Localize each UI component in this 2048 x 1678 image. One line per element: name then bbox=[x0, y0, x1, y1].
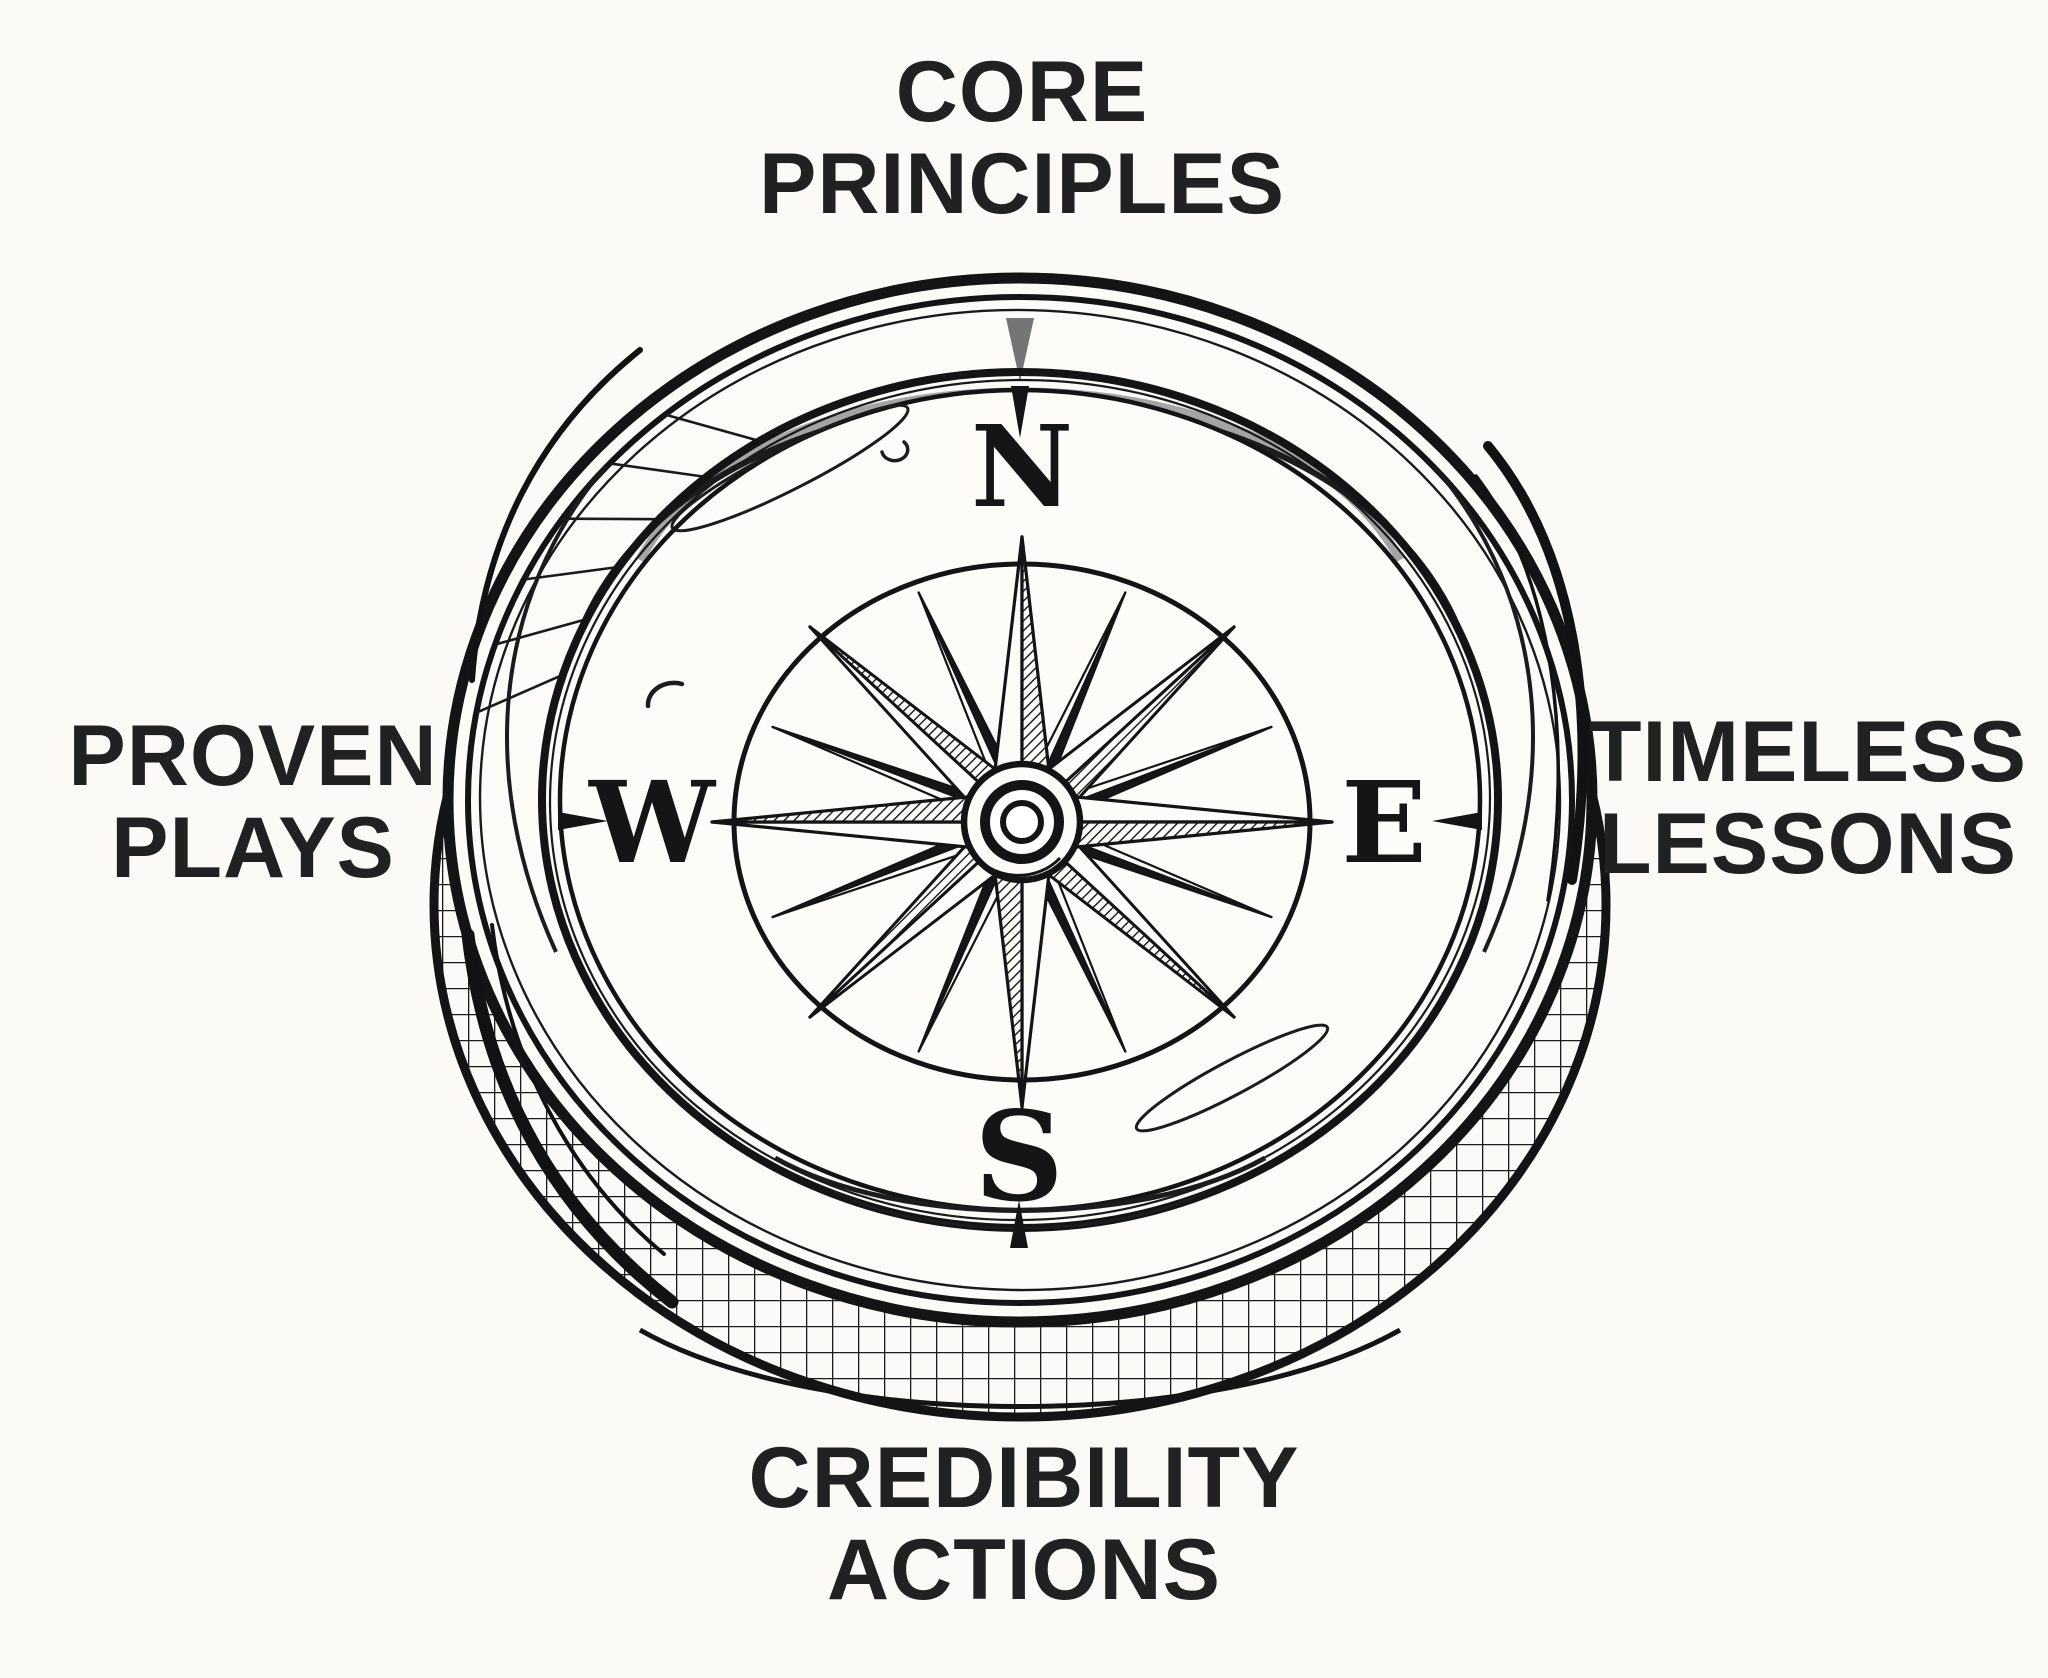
label-line: PRINCIPLES bbox=[758, 136, 1286, 233]
bezel-heavy-stroke-right bbox=[1483, 441, 1588, 885]
label-line: CORE bbox=[895, 44, 1149, 140]
glass-highlight-upper-left bbox=[670, 403, 910, 533]
label-credibility-actions: CREDIBILITY ACTIONS bbox=[749, 1432, 1300, 1616]
bezel-top-spike bbox=[1006, 318, 1034, 382]
compass-hub bbox=[960, 760, 1084, 884]
bezel-band-hatch bbox=[475, 413, 761, 714]
label-timeless-lessons: TIMELESS LESSONS bbox=[1589, 706, 2027, 890]
face-tick-north bbox=[1011, 386, 1029, 438]
bezel-hatch-stroke bbox=[494, 617, 588, 646]
cardinal-letter-north: N bbox=[971, 402, 1073, 533]
label-line: ACTIONS bbox=[827, 1522, 1221, 1619]
bezel-hatch-stroke bbox=[475, 673, 564, 714]
bezel-inner-ring-sketch bbox=[548, 378, 1492, 1222]
bezel-heavy-stroke-lower-left-2 bbox=[490, 923, 666, 1256]
hub-sketch-arc bbox=[970, 851, 1062, 877]
label-proven-plays: PROVEN PLAYS bbox=[68, 710, 437, 894]
glass-sheen-arc-right bbox=[1432, 464, 1536, 953]
label-line: CREDIBILITY bbox=[748, 1430, 1300, 1526]
bezel-hatch-stroke bbox=[664, 413, 761, 443]
cardinal-letter-east: E bbox=[1341, 758, 1426, 889]
label-line: PROVEN bbox=[68, 708, 438, 804]
glass-sheen-arc-left bbox=[504, 464, 608, 953]
label-line: PLAYS bbox=[111, 800, 395, 897]
bezel-hatch-stroke bbox=[609, 462, 707, 479]
cardinal-letters: N E S W bbox=[588, 402, 1427, 1230]
glass-highlight-hook bbox=[645, 680, 685, 709]
hub-inner-circle bbox=[1000, 800, 1044, 844]
label-core-principles: CORE PRINCIPLES bbox=[759, 46, 1285, 230]
bezel-second-ring bbox=[465, 294, 1575, 1306]
glass-highlight-loop bbox=[880, 440, 910, 463]
bezel-hatch-stroke bbox=[523, 565, 620, 581]
case-inner-arc bbox=[638, 1327, 1402, 1409]
cardinal-letter-south: S bbox=[974, 1085, 1064, 1230]
compass-rose bbox=[710, 535, 1334, 1109]
label-line: TIMELESS bbox=[1588, 704, 2028, 800]
bezel-sketch-ring bbox=[478, 308, 1562, 1292]
bezel-heavy-stroke-lower-left bbox=[461, 928, 679, 1309]
glass-highlight-lower-right bbox=[1134, 1023, 1330, 1133]
cardinal-letter-west: W bbox=[588, 758, 717, 889]
bezel-heavy-stroke-right-2 bbox=[1474, 474, 1560, 902]
face-tick-east bbox=[1432, 812, 1482, 830]
bezel-heavy-stroke-upper-left bbox=[469, 347, 643, 683]
label-line: LESSONS bbox=[1599, 796, 2017, 893]
face-tick-west bbox=[558, 812, 608, 830]
face-tick-south bbox=[1010, 1200, 1028, 1248]
